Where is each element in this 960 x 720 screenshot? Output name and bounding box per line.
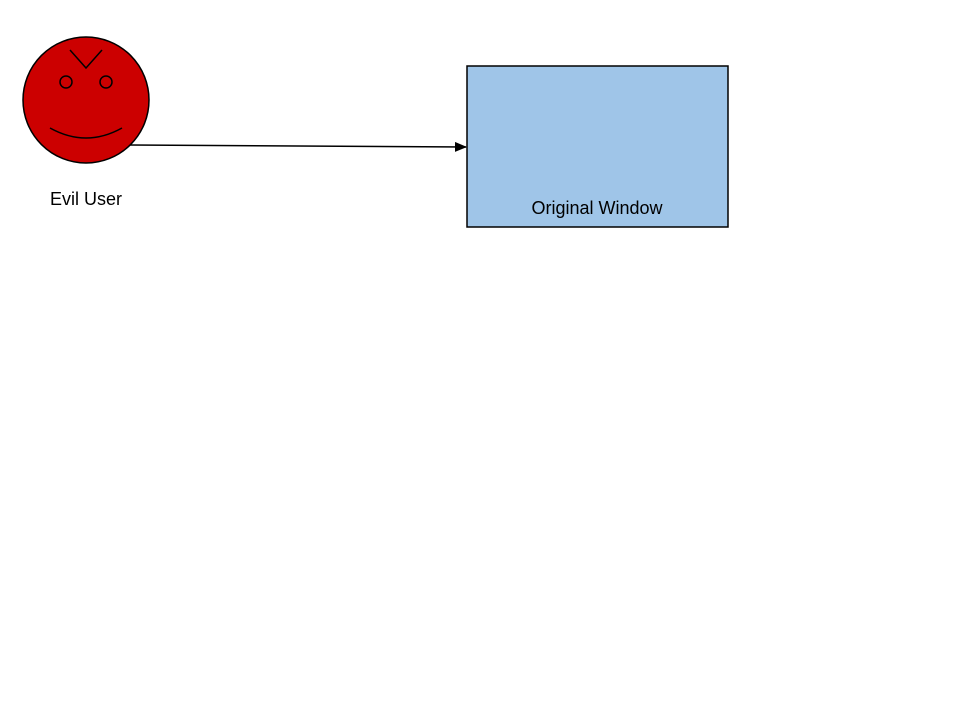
evil-smiley-icon xyxy=(22,36,150,164)
original-window-label: Original Window xyxy=(531,198,663,218)
original-window-box xyxy=(466,65,729,228)
smiley-right-eye xyxy=(99,75,113,89)
smiley-mouth xyxy=(49,127,123,139)
evil-user-label: Evil User xyxy=(50,189,122,209)
smiley-left-eye xyxy=(59,75,73,89)
smiley-brow xyxy=(69,49,103,70)
connector-arrow xyxy=(129,141,467,152)
smiley-face xyxy=(22,36,150,164)
